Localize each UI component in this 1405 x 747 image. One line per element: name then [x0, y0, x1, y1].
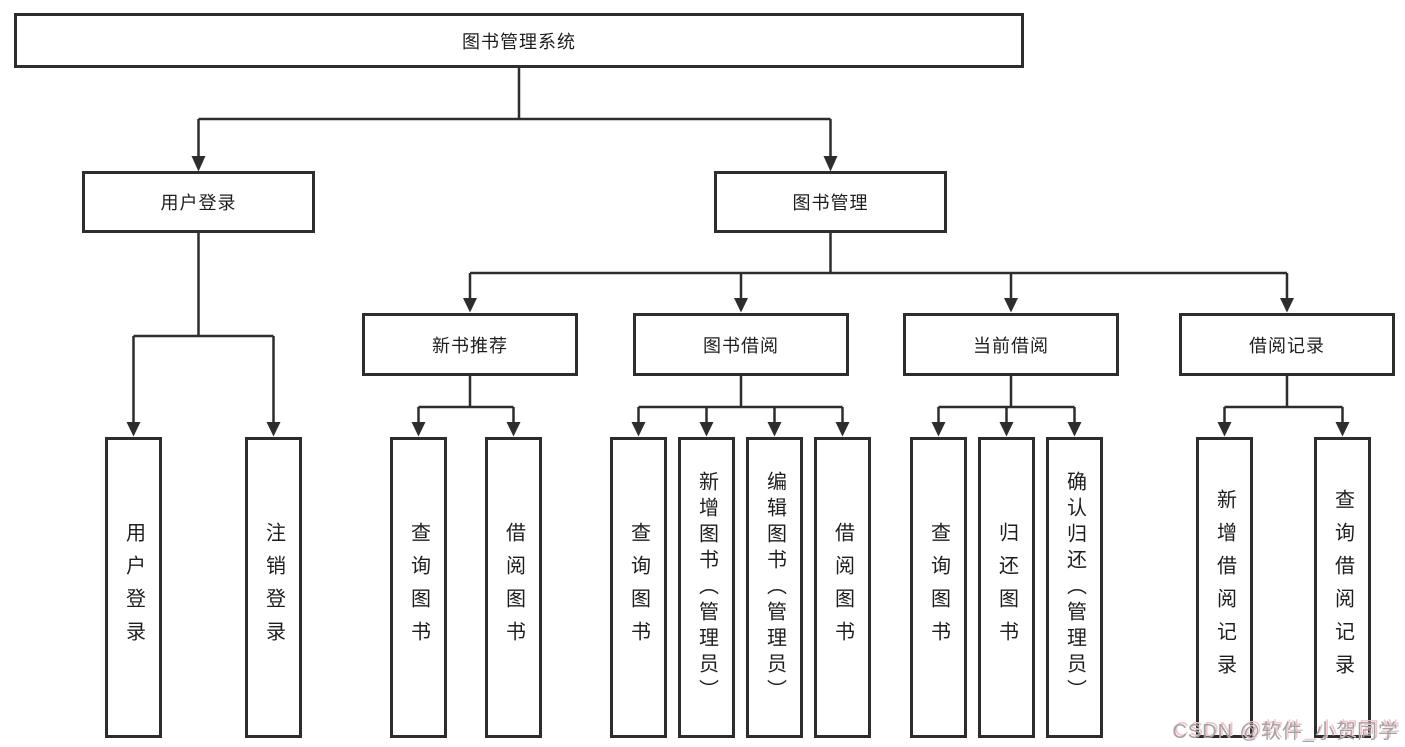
leaf-cb-query-book-label: 查询图书: [927, 521, 950, 654]
node-user-login: 用户登录: [82, 171, 315, 233]
leaf-cb-confirm-return-admin: 确认归还（管理员）: [1046, 437, 1103, 738]
leaf-rec-borrow-book: 借阅图书: [485, 437, 542, 738]
leaf-logout: 注销登录: [245, 437, 302, 738]
leaf-cb-return-book-label: 归还图书: [995, 521, 1018, 654]
leaf-rec-borrow-book-label: 借阅图书: [502, 521, 525, 654]
node-book-management-label: 图书管理: [792, 193, 869, 213]
leaf-bb-edit-book-admin: 编辑图书（管理员）: [746, 437, 803, 738]
leaf-bb-add-book-admin: 新增图书（管理员）: [678, 437, 735, 738]
node-root-system: 图书管理系统: [14, 13, 1024, 68]
node-current-borrow: 当前借阅: [903, 313, 1119, 376]
leaf-br-query-record-label: 查询借阅记录: [1331, 488, 1354, 687]
node-book-management: 图书管理: [714, 171, 947, 233]
leaf-br-query-record: 查询借阅记录: [1314, 437, 1371, 738]
leaf-logout-label: 注销登录: [262, 521, 285, 654]
leaf-cb-confirm-return-admin-label: 确认归还（管理员）: [1063, 470, 1086, 705]
leaf-bb-query-book: 查询图书: [610, 437, 667, 738]
node-current-borrow-label: 当前借阅: [973, 335, 1049, 356]
leaf-user-login: 用户登录: [105, 437, 162, 738]
leaf-bb-query-book-label: 查询图书: [627, 521, 650, 654]
leaf-cb-query-book: 查询图书: [910, 437, 967, 738]
node-borrow-record: 借阅记录: [1179, 313, 1395, 376]
leaf-br-add-record: 新增借阅记录: [1196, 437, 1253, 738]
leaf-br-add-record-label: 新增借阅记录: [1213, 488, 1236, 687]
node-new-book-recommend-label: 新书推荐: [432, 335, 508, 356]
node-borrow-record-label: 借阅记录: [1249, 335, 1325, 356]
leaf-rec-query-book: 查询图书: [390, 437, 447, 738]
csdn-watermark: CSDN @软件_小贺同学: [1172, 721, 1399, 743]
leaf-bb-add-book-admin-label: 新增图书（管理员）: [695, 470, 718, 705]
leaf-bb-borrow-book-label: 借阅图书: [831, 521, 854, 654]
node-book-borrow: 图书借阅: [633, 313, 849, 376]
node-user-login-label: 用户登录: [160, 193, 237, 213]
leaf-rec-query-book-label: 查询图书: [407, 521, 430, 654]
leaf-bb-borrow-book: 借阅图书: [814, 437, 871, 738]
node-root-system-label: 图书管理系统: [462, 31, 576, 52]
node-book-borrow-label: 图书借阅: [703, 335, 779, 356]
leaf-user-login-label: 用户登录: [122, 521, 145, 654]
leaf-cb-return-book: 归还图书: [978, 437, 1035, 738]
node-new-book-recommend: 新书推荐: [362, 313, 578, 376]
leaf-bb-edit-book-admin-label: 编辑图书（管理员）: [763, 470, 786, 705]
